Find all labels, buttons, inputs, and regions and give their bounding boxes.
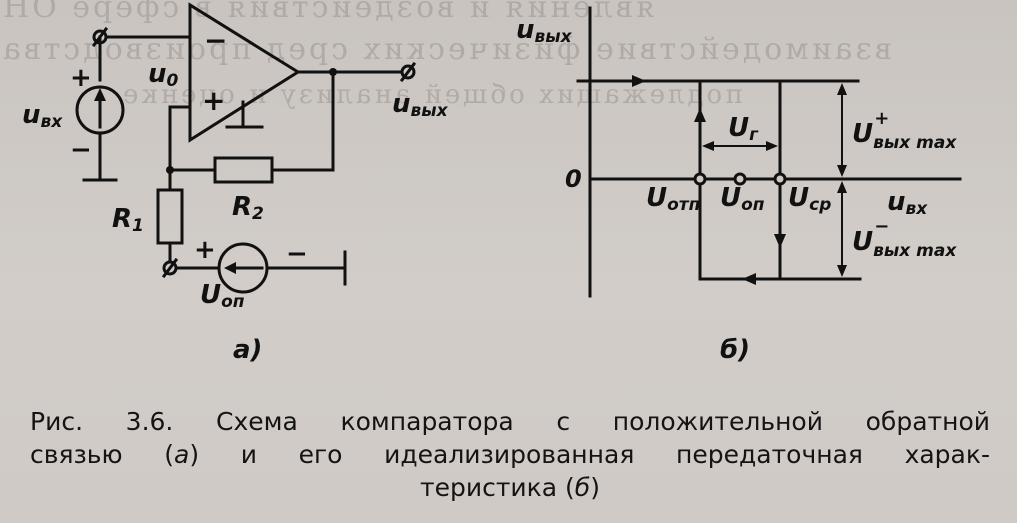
label-u-ref: Uоп	[200, 280, 245, 312]
dimension-minus-arrow-bottom	[837, 265, 847, 277]
terminal-output-slash	[399, 61, 417, 83]
caption-line-3-end: )	[590, 473, 600, 502]
origin-label: 0	[565, 165, 582, 193]
upper-branch-arrow	[632, 75, 646, 87]
label-u-hyst: Uг	[728, 113, 759, 145]
caption-line-2-start: связью (	[30, 440, 174, 469]
input-source-arrowhead	[94, 88, 106, 101]
terminal-reference-slash	[161, 257, 179, 279]
caption-ref-a: а	[174, 440, 190, 469]
label-u-off: Uотп	[646, 183, 701, 215]
transfer-characteristic: uвых uвх 0 Uг Uотп Uоп Uср Uвых max+	[516, 6, 962, 365]
resistor-r1	[156, 188, 184, 245]
caption-line-3-start: теристика (	[420, 473, 575, 502]
part-b-label: б)	[720, 335, 750, 365]
caption-line-2-end: ) и его идеализированная передаточная ха…	[189, 440, 990, 469]
point-u-off	[693, 172, 707, 186]
figure-caption: Рис. 3.6. Схема компаратора с положитель…	[30, 405, 990, 504]
reference-minus-sign: −	[286, 239, 308, 269]
opamp-minus-sign: −	[204, 24, 227, 57]
point-u-on	[773, 172, 787, 186]
reference-plus-sign: +	[194, 235, 216, 265]
transition-off-arrow	[694, 108, 706, 122]
hysteresis-arrow-right	[766, 141, 778, 151]
label-u-max-minus: Uвых max−	[852, 216, 957, 261]
label-u-out: uвых	[392, 89, 449, 121]
part-a-label: а)	[233, 335, 262, 365]
label-u-ref-axis: Uоп	[720, 183, 765, 215]
hysteresis-arrow-left	[702, 141, 714, 151]
x-axis-label: uвх	[887, 187, 928, 219]
label-u-max-plus: Uвых max+	[852, 108, 957, 153]
label-u-in: uвх	[22, 100, 63, 132]
label-r2: R2	[232, 192, 264, 224]
opamp-plus-sign: +	[202, 84, 225, 117]
caption-line-1: Рис. 3.6. Схема компаратора с положитель…	[30, 407, 990, 436]
label-u-on: Uср	[788, 183, 831, 215]
source-minus-sign: −	[70, 135, 92, 165]
dimension-plus-arrow-top	[837, 83, 847, 95]
lower-branch-arrow	[742, 273, 756, 285]
caption-ref-b: б	[574, 473, 591, 502]
label-u0: u0	[148, 59, 179, 91]
y-axis-label: uвых	[516, 15, 573, 47]
point-u-ref	[733, 172, 747, 186]
dimension-plus-arrow-bottom	[837, 165, 847, 177]
dimension-minus-arrow-top	[837, 181, 847, 193]
label-r1: R1	[112, 204, 144, 236]
source-plus-sign: +	[70, 63, 92, 93]
resistor-r2	[213, 156, 274, 184]
caption-line-2: связью (а) и его идеализированная переда…	[30, 438, 990, 471]
comparator-circuit: − + + − uвх u0 uвых	[22, 2, 449, 365]
transition-on-arrow	[774, 234, 786, 248]
caption-line-3: теристика (б)	[30, 471, 990, 504]
reference-source-arrowhead	[224, 262, 236, 274]
